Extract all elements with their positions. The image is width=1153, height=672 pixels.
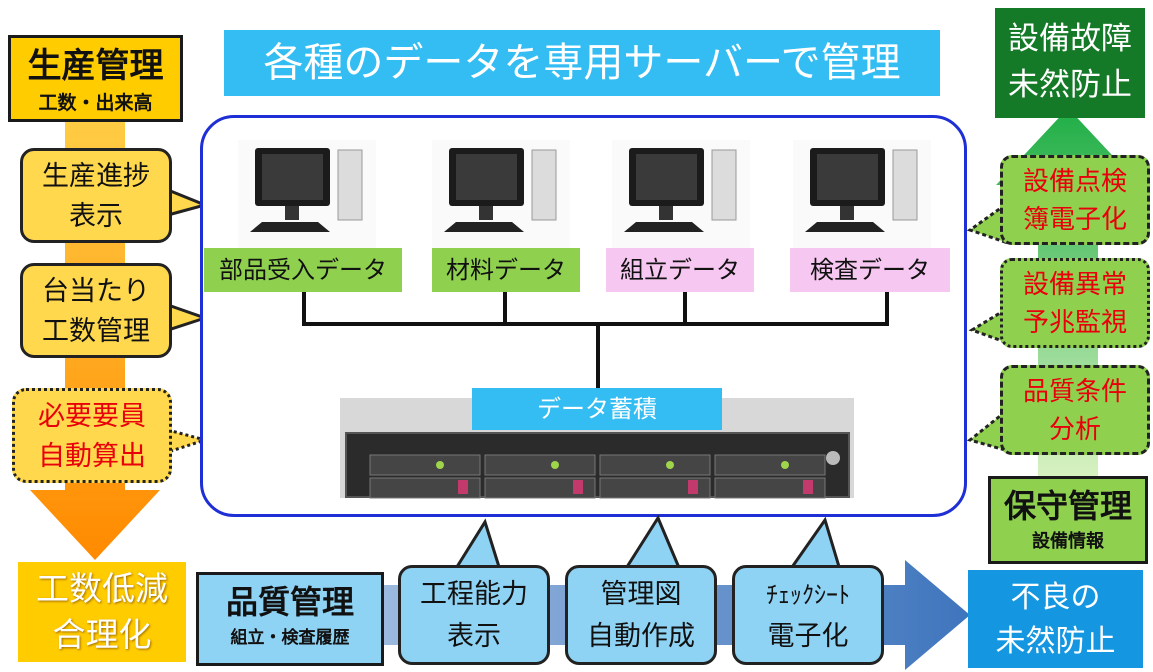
result-line-2: 合理化 xyxy=(52,615,152,654)
bubble-quality-analysis: 品質条件 分析 xyxy=(1000,365,1150,455)
bubble-line-1: 必要要員 xyxy=(38,401,146,432)
production-management-box: 生産管理 工数・出来高 xyxy=(8,35,183,122)
bubble-line-2: 分析 xyxy=(1048,415,1101,445)
bubble-line-2: 表示 xyxy=(69,201,123,232)
goal-line-2: 未然防止 xyxy=(1008,67,1132,103)
production-sub: 工数・出来高 xyxy=(38,92,153,114)
maintenance-management-box: 保守管理 設備情報 xyxy=(988,476,1148,564)
bubble-control-chart: 管理図 自動作成 xyxy=(565,565,717,665)
bubble-line-2: 簿電子化 xyxy=(1022,205,1127,235)
title-text: 各種のデータを専用サーバーで管理 xyxy=(263,40,901,86)
label-text: 検査データ xyxy=(810,256,930,284)
label-text: 部品受入データ xyxy=(219,256,387,284)
defect-prevention-box: 不良の 未然防止 xyxy=(968,570,1143,668)
label-text: 材料データ xyxy=(446,256,566,284)
bubble-checksheet-digital: ﾁｪｯｸｼｰﾄ 電子化 xyxy=(732,565,884,665)
bubble-line-1: 管理図 xyxy=(600,579,682,610)
production-title: 生産管理 xyxy=(27,46,164,86)
bottom-bubble-tails xyxy=(452,514,843,572)
label-material-data: 材料データ xyxy=(432,248,580,292)
maintenance-title: 保守管理 xyxy=(1003,487,1132,525)
data-storage-label: データ蓄積 xyxy=(472,388,722,430)
label-text: 組立データ xyxy=(620,256,740,284)
bubble-production-progress: 生産進捗 表示 xyxy=(20,148,172,243)
maintenance-sub: 設備情報 xyxy=(1032,531,1104,552)
equipment-failure-prevention-box: 設備故障 未然防止 xyxy=(995,8,1145,118)
bubble-line-1: 生産進捗 xyxy=(42,161,150,192)
pc-icon-3 xyxy=(612,140,750,258)
title-banner: 各種のデータを専用サーバーで管理 xyxy=(224,30,940,96)
bubble-process-capability: 工程能力 表示 xyxy=(398,565,550,665)
labor-reduction-box: 工数低減 合理化 xyxy=(18,562,186,662)
bubble-per-unit-hours: 台当たり 工数管理 xyxy=(20,263,172,358)
data-storage-text: データ蓄積 xyxy=(537,395,657,423)
goal-line-2: 未然防止 xyxy=(995,624,1116,659)
bubble-line-1: 台当たり xyxy=(42,276,150,307)
bubble-line-2: 予兆監視 xyxy=(1022,308,1127,338)
bubble-line-2: 電子化 xyxy=(767,621,849,652)
pc-icon-4 xyxy=(793,140,931,258)
hp-logo-icon xyxy=(826,451,840,465)
result-line-1: 工数低減 xyxy=(36,569,168,608)
pc-icon-1 xyxy=(238,140,376,258)
quality-management-box: 品質管理 組立・検査履歴 xyxy=(196,572,384,666)
bubble-inspection-digital: 設備点検 簿電子化 xyxy=(1000,155,1150,245)
bubble-required-staff: 必要要員 自動算出 xyxy=(12,388,172,483)
bubble-line-2: 表示 xyxy=(447,621,501,652)
goal-line-1: 不良の xyxy=(1010,580,1101,615)
network-lines xyxy=(302,290,889,390)
quality-sub: 組立・検査履歴 xyxy=(230,628,350,648)
bubble-line-1: 設備点検 xyxy=(1022,167,1127,197)
label-assembly-data: 組立データ xyxy=(606,248,754,292)
label-parts-receiving-data: 部品受入データ xyxy=(204,248,402,292)
bubble-line-1: 品質条件 xyxy=(1022,377,1127,407)
bubble-line-2: 自動算出 xyxy=(38,441,146,472)
quality-title: 品質管理 xyxy=(225,583,354,621)
bubble-line-2: 工数管理 xyxy=(42,316,150,347)
bubble-line-1: 設備異常 xyxy=(1022,270,1127,300)
goal-line-1: 設備故障 xyxy=(1008,21,1132,57)
bubble-line-2: 自動作成 xyxy=(587,621,695,652)
label-inspection-data: 検査データ xyxy=(790,248,950,292)
bubble-line-1: 工程能力 xyxy=(420,579,528,610)
bubble-anomaly-monitoring: 設備異常 予兆監視 xyxy=(1000,258,1150,348)
bubble-line-1: ﾁｪｯｸｼｰﾄ xyxy=(766,581,850,609)
pc-icon-2 xyxy=(432,140,570,258)
right-bubble-tails xyxy=(966,202,1007,452)
